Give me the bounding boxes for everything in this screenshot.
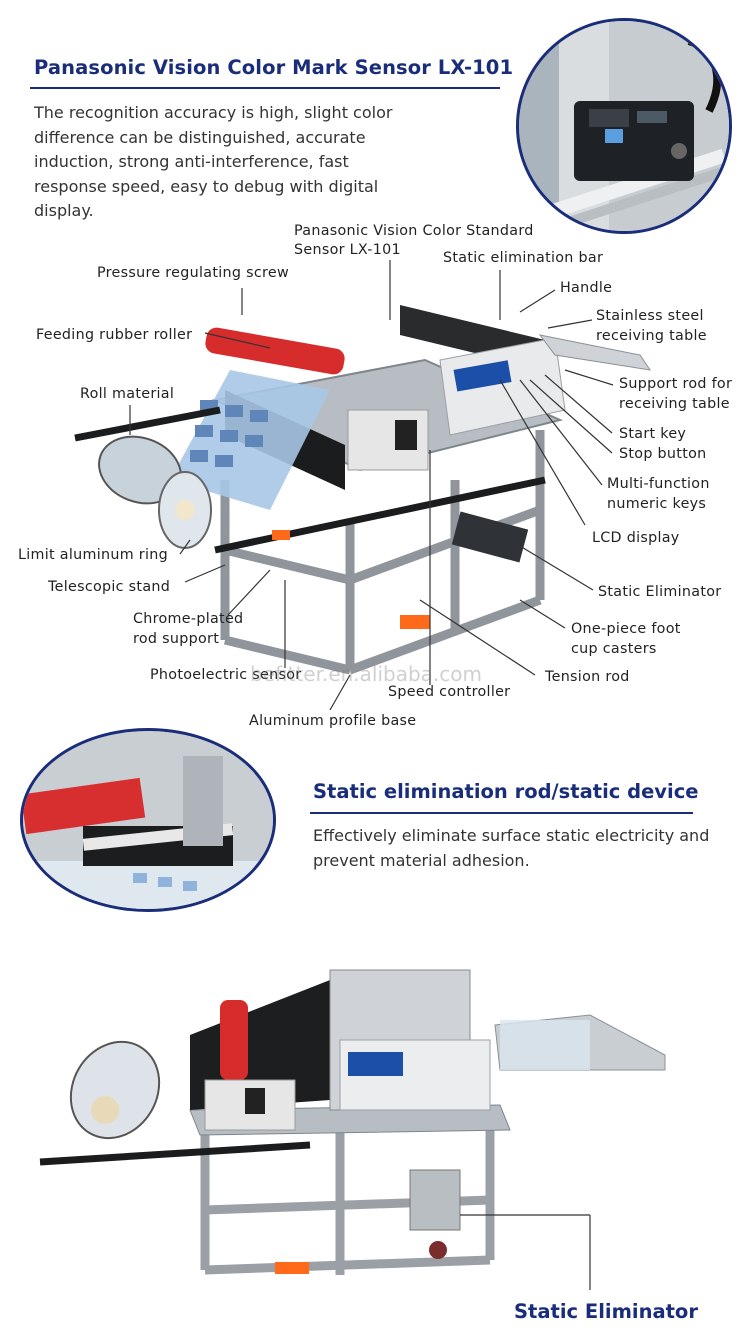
label-stop-button: Stop button [619, 446, 707, 462]
label-speed-controller: Speed controller [388, 684, 511, 700]
watermark: befitter.en.alibaba.com [250, 662, 483, 686]
machine-diagram [74, 260, 652, 711]
label-numeric-keys-line1: Multi-function [607, 476, 710, 492]
label-numeric-keys-line2: numeric keys [607, 496, 707, 512]
label-chrome-rod-line2: rod support [133, 631, 220, 647]
page-title: Panasonic Vision Color Mark Sensor LX-10… [34, 56, 514, 79]
label-photo-sensor: Photoelectric sensor [150, 667, 302, 683]
label-receiving-table-line1: Stainless steel [596, 308, 704, 324]
title-underline [30, 87, 500, 89]
label-receiving-table-line2: receiving table [596, 328, 707, 344]
header-description: The recognition accuracy is high, slight… [34, 103, 393, 220]
label-static-bar: Static elimination bar [443, 250, 604, 266]
label-start-key: Start key [619, 426, 687, 442]
label-aluminum-base: Aluminum profile base [249, 713, 417, 729]
static-section-description: Effectively eliminate surface static ele… [313, 826, 710, 870]
label-static-eliminator: Static Eliminator [598, 584, 722, 600]
label-feeding-roller: Feeding rubber roller [36, 327, 193, 343]
label-telescopic-stand: Telescopic stand [48, 579, 171, 595]
label-chrome-rod-line1: Chrome-plated [133, 611, 244, 627]
label-roll-material: Roll material [80, 386, 175, 402]
label-lcd-display: LCD display [592, 530, 680, 546]
label-foot-casters-line2: cup casters [571, 641, 657, 657]
static-device-closeup-image [20, 728, 276, 912]
label-sensor-line1: Panasonic Vision Color Standard [294, 223, 534, 239]
label-foot-casters-line1: One-piece foot [571, 621, 681, 637]
label-limit-ring: Limit aluminum ring [18, 547, 168, 563]
label-tension-rod: Tension rod [545, 669, 630, 685]
sensor-closeup-image [516, 18, 732, 234]
static-eliminator-caption: Static Eliminator [514, 1300, 698, 1323]
static-section-title: Static elimination rod/static device [313, 780, 699, 803]
label-handle: Handle [560, 280, 613, 296]
static-section-underline [310, 812, 693, 814]
label-pressure-screw: Pressure regulating screw [97, 265, 289, 281]
label-support-rod-line1: Support rod for [619, 376, 733, 392]
machine-photo-bottom [39, 969, 666, 1290]
label-sensor-line2: Sensor LX-101 [294, 242, 401, 258]
label-support-rod-line2: receiving table [619, 396, 730, 412]
